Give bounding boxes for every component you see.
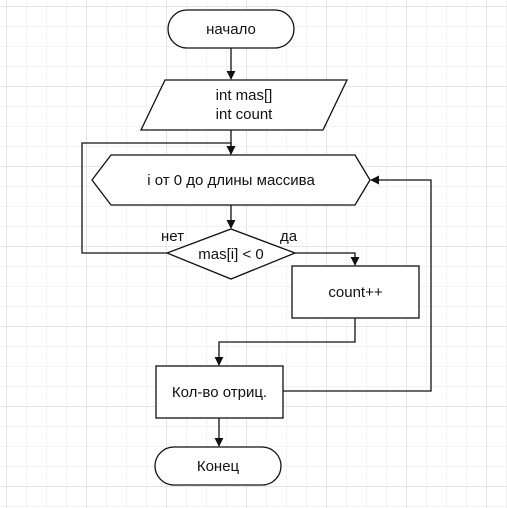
- input-label: int mas[] int count: [150, 80, 338, 130]
- output-label: Кол-во отриц.: [171, 383, 268, 401]
- increment-label: count++: [328, 283, 383, 301]
- edge-label-yes: да: [280, 228, 298, 245]
- start-label: начало: [206, 20, 256, 38]
- input-parallelogram[interactable]: [139, 79, 349, 131]
- edge-label-no: нет: [161, 228, 184, 245]
- condition-diamond[interactable]: [165, 228, 297, 280]
- loop-label: i от 0 до длины массива: [147, 171, 315, 189]
- increment-process[interactable]: [291, 265, 420, 319]
- end-label: Конец: [196, 457, 240, 475]
- input-line-2: int count: [215, 106, 273, 123]
- arrow-output-to-loop: [283, 175, 432, 392]
- arrow-condition-yes-to-increment: [295, 252, 360, 266]
- arrow-condition-no-back-to-loop: [81, 142, 236, 254]
- input-line-1: int mas[]: [215, 87, 273, 104]
- condition-label: mas[i] < 0: [198, 245, 264, 263]
- output-process[interactable]: [155, 365, 284, 419]
- loop-hexagon[interactable]: [91, 154, 371, 206]
- arrow-increment-to-output: [214, 318, 356, 366]
- end-terminator[interactable]: [154, 446, 282, 486]
